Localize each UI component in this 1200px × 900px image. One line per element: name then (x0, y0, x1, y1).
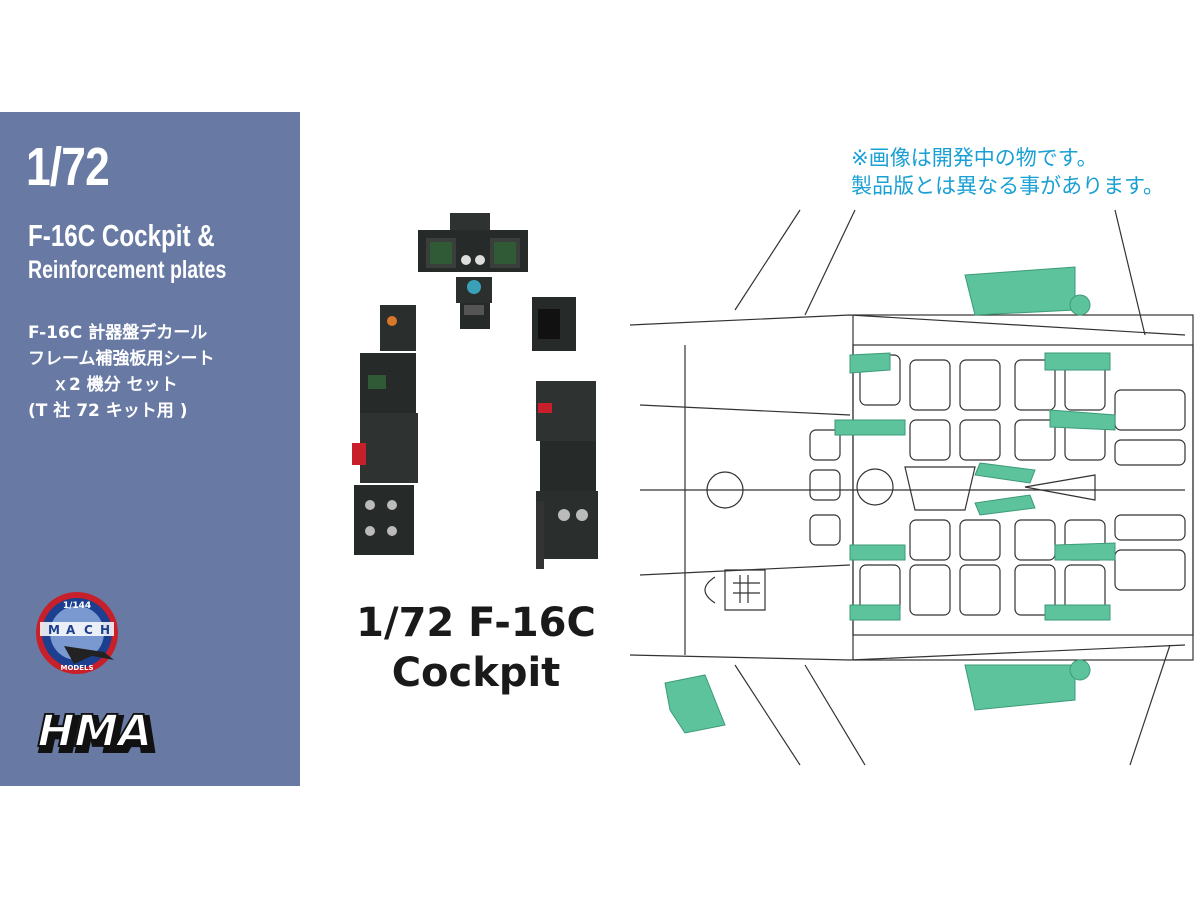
hma-logo-shadow: HMA (35, 710, 161, 760)
development-notice: ※画像は開発中の物です。 製品版とは異なる事があります。 (851, 144, 1164, 200)
mach-logo-letter-a: A (66, 623, 76, 637)
caption-line1: 1/72 F-16C (356, 600, 596, 646)
hma-logo-text: HMA (32, 706, 158, 756)
jp-description-line1: F-16C 計器盤デカール (28, 323, 208, 343)
jp-description-line3: ｘ2 機分 セット (52, 375, 178, 395)
cockpit-decal-illustration (352, 213, 598, 569)
jp-description-line2: フレーム補強板用シート (28, 349, 215, 369)
caption-line2: Cockpit (391, 650, 561, 696)
green-reinforcement-plates (664, 266, 1116, 734)
mach-models-logo: 1/144 M A C H MODELS (36, 592, 118, 674)
notice-line1: ※画像は開発中の物です。 (851, 146, 1098, 170)
right-console (532, 297, 598, 569)
mach-logo-letter-h: H (100, 623, 110, 637)
mach-logo-scale: 1/144 (63, 601, 91, 611)
mach-logo-letter-m: M (48, 623, 60, 637)
notice-line2: 製品版とは異なる事があります。 (851, 174, 1164, 198)
main-instrument-panel (418, 213, 528, 329)
side-panel (0, 112, 300, 786)
scale-title: 1/72 (26, 137, 110, 197)
fuselage-lower-line (629, 644, 1186, 661)
frame-pockets (809, 354, 1186, 616)
reinforcement-plates-diagram (629, 209, 1194, 766)
left-console (352, 305, 418, 555)
mach-logo-letter-c: C (84, 623, 93, 637)
mach-logo-models-text: MODELS (60, 664, 93, 672)
cockpit-caption: 1/72 F-16C Cockpit (346, 598, 606, 698)
jp-description-line4: (T 社 72 キット用 ) (28, 401, 188, 421)
fuselage-upper-line (629, 314, 1186, 336)
product-title-line2: Reinforcement plates (28, 256, 227, 284)
hma-logo: HMA HMA (31, 705, 164, 760)
product-title-line1: F-16C Cockpit & (28, 218, 215, 253)
